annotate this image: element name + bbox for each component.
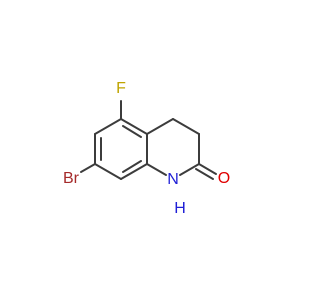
oxygen-label: O	[218, 170, 230, 187]
bond-c6-c5	[94, 118, 122, 135]
bond-c8a-c8-inner	[122, 160, 142, 173]
bromine-label: Br	[63, 170, 80, 187]
nitrogen-hydrogen-label: H	[174, 200, 186, 217]
bond-c8-c7	[94, 163, 122, 180]
bond-n1-c8a	[146, 163, 167, 176]
bond-c2-n1	[179, 163, 200, 176]
bond-c4a-c4	[146, 118, 174, 135]
molecule-structure: F Br N H O	[63, 80, 230, 217]
bond-c5-c4a	[120, 118, 148, 135]
bond-c2-o	[198, 163, 217, 175]
bond-c2-o-double	[195, 168, 214, 180]
bond-c8a-c8	[120, 163, 148, 180]
nitrogen-label: N	[167, 171, 179, 188]
fluorine-label: F	[116, 80, 126, 97]
bond-c5-c4a-inner	[122, 125, 142, 138]
bond-c7-br	[80, 163, 96, 173]
bond-c4-c3	[172, 118, 200, 135]
